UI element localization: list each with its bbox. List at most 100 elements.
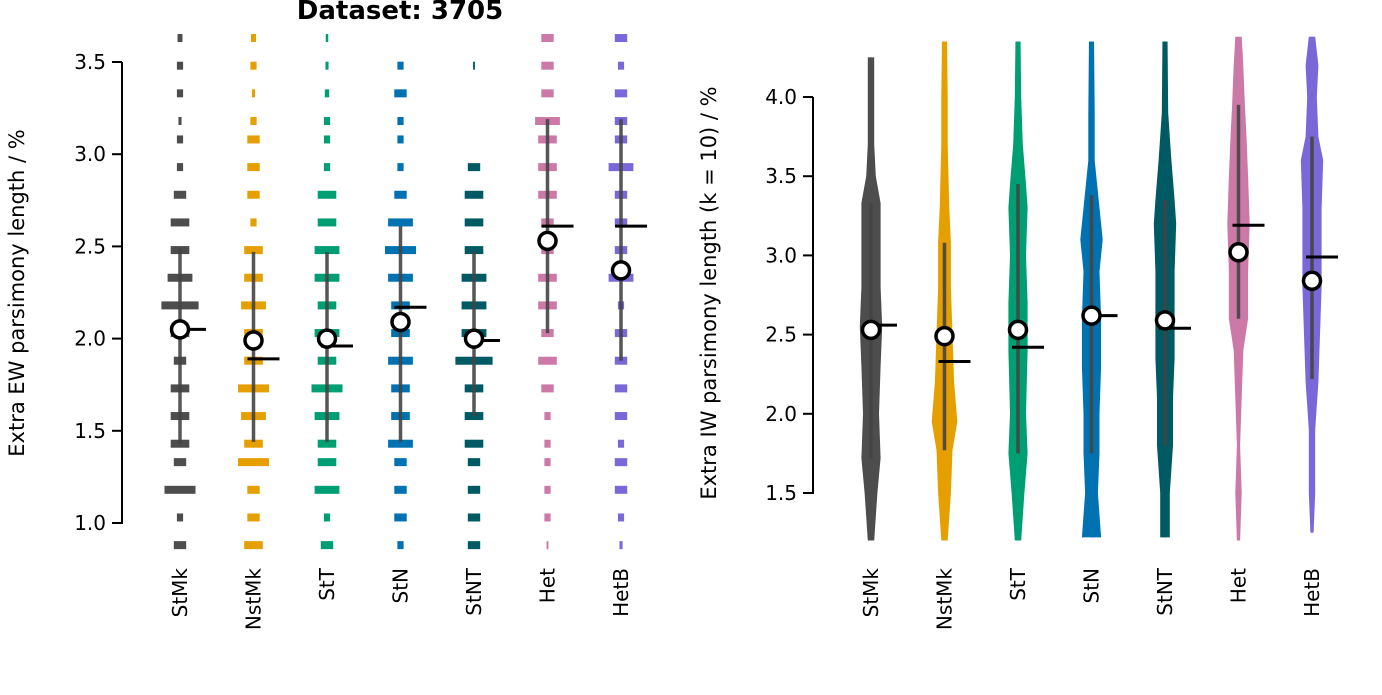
histogram-bin-StT	[317, 190, 337, 199]
histogram-bin-StT	[323, 513, 331, 522]
y-tick-label: 3.0	[765, 243, 797, 267]
histogram-bin-NstMk	[247, 513, 260, 522]
histogram-bins	[161, 34, 634, 550]
histogram-bin-StN	[394, 190, 407, 199]
histogram-bin-StT	[325, 34, 329, 43]
histogram-bin-StT	[317, 439, 337, 448]
histogram-bin-StT	[323, 163, 331, 172]
histogram-bin-Het	[546, 541, 549, 550]
histogram-bin-StN	[394, 89, 407, 98]
iw-panel: Extra IW parsimony length (k = 10) / % 1…	[697, 36, 1338, 630]
histogram-bin-StMk	[170, 218, 190, 227]
histogram-bin-StMk	[176, 163, 184, 172]
x-tick-label: NstMk	[933, 568, 957, 630]
y-tick-label: 3.0	[74, 142, 106, 166]
ew-panel: Extra EW parsimony length / % 1.01.52.02…	[5, 34, 647, 630]
histogram-bin-NstMk	[247, 190, 260, 199]
mean-point-StMk	[169, 319, 191, 340]
histogram-bin-StNT	[467, 541, 481, 550]
y-tick-label: 2.0	[765, 402, 797, 426]
histogram-bin-StT	[323, 117, 331, 126]
histogram-bin-StN	[394, 485, 407, 494]
histogram-bin-Het	[544, 439, 551, 448]
histogram-bin-StN	[394, 513, 407, 522]
y-tick-label: 3.5	[765, 164, 797, 188]
histogram-bin-StNT	[464, 246, 484, 255]
histogram-bin-HetB	[617, 61, 625, 70]
y-axis-label: Extra EW parsimony length / %	[5, 129, 29, 456]
histogram-bin-StMk	[176, 513, 184, 522]
histogram-bin-Het	[541, 61, 554, 70]
histogram-bin-HetB	[617, 439, 625, 448]
histogram-bin-HetB	[614, 384, 628, 393]
y-tick-label: 1.5	[765, 481, 797, 505]
x-tick-label: Het	[536, 568, 560, 603]
x-tick-label: HetB	[609, 568, 633, 617]
histogram-bin-NstMk	[247, 485, 260, 494]
histogram-bin-StN	[397, 541, 404, 550]
histogram-bin-StMk	[176, 61, 184, 70]
histogram-bin-HetB	[614, 412, 628, 421]
histogram-bin-StN	[397, 135, 404, 144]
histogram-bin-NstMk	[244, 439, 263, 448]
x-tick-label: StT	[315, 567, 339, 601]
mean-point-StNT	[1154, 310, 1176, 331]
histogram-bin-StT	[317, 458, 337, 467]
x-tick-label: StN	[389, 568, 413, 604]
x-tick-label: StT	[1006, 567, 1030, 601]
histogram-bin-HetB	[614, 485, 628, 494]
histogram-bin-NstMk	[244, 541, 263, 550]
histogram-bin-Het	[544, 458, 551, 467]
x-tick-labels: StMk NstMk StT StN StNT Het HetB	[168, 567, 633, 630]
histogram-bin-StMk	[173, 458, 187, 467]
x-tick-label: StNT	[1153, 567, 1177, 615]
histogram-bin-StT	[314, 246, 340, 255]
mean-point-StNT	[463, 328, 485, 349]
mean-point-StN	[1081, 305, 1102, 326]
histogram-bin-NstMk	[250, 218, 257, 227]
mean-point-HetB	[610, 260, 632, 281]
histogram-bin-StN	[388, 439, 413, 448]
histogram-bin-StMk	[176, 89, 184, 98]
mean-point-StMk	[860, 319, 882, 341]
histogram-bin-NstMk	[247, 135, 260, 144]
x-tick-label: NstMk	[242, 568, 266, 630]
histogram-bin-StN	[388, 218, 413, 227]
histogram-bin-StNT	[467, 458, 481, 467]
histogram-bin-StMk	[178, 117, 182, 126]
histogram-bin-Het	[541, 34, 554, 43]
mean-point-NstMk	[243, 330, 264, 351]
histogram-bin-StMk	[164, 485, 196, 494]
histogram-bin-StN	[397, 117, 404, 126]
y-tick-label: 2.5	[74, 234, 106, 258]
summary-marks	[860, 104, 1338, 459]
histogram-bin-NstMk	[251, 34, 256, 43]
histogram-bin-NstMk	[244, 246, 263, 255]
summary-marks	[169, 119, 647, 444]
x-tick-label: StMk	[859, 568, 883, 618]
histogram-bin-StNT	[464, 218, 484, 227]
histogram-bin-StMk	[177, 34, 183, 43]
x-tick-label: StNT	[462, 567, 486, 615]
histogram-bin-HetB	[614, 458, 628, 467]
histogram-bin-StNT	[467, 485, 481, 494]
x-tick-label: StMk	[168, 568, 192, 618]
histogram-bin-StN	[397, 61, 404, 70]
y-tick-label: 3.5	[74, 50, 106, 74]
histogram-bin-StNT	[473, 61, 475, 70]
histogram-bin-NstMk	[238, 458, 269, 467]
histogram-bin-Het	[544, 513, 551, 522]
histogram-bin-StMk	[173, 190, 187, 199]
y-tick-label: 1.5	[74, 419, 106, 443]
y-tick-label: 4.0	[765, 85, 797, 109]
histogram-bin-StNT	[467, 513, 481, 522]
histogram-bin-StT	[325, 61, 329, 70]
mean-point-Het	[1228, 241, 1249, 263]
histogram-bin-NstMk	[247, 163, 260, 172]
y-ticks: 1.01.52.02.53.03.5	[74, 50, 122, 535]
y-tick-label: 2.0	[74, 327, 106, 351]
mean-point-StN	[390, 311, 411, 333]
